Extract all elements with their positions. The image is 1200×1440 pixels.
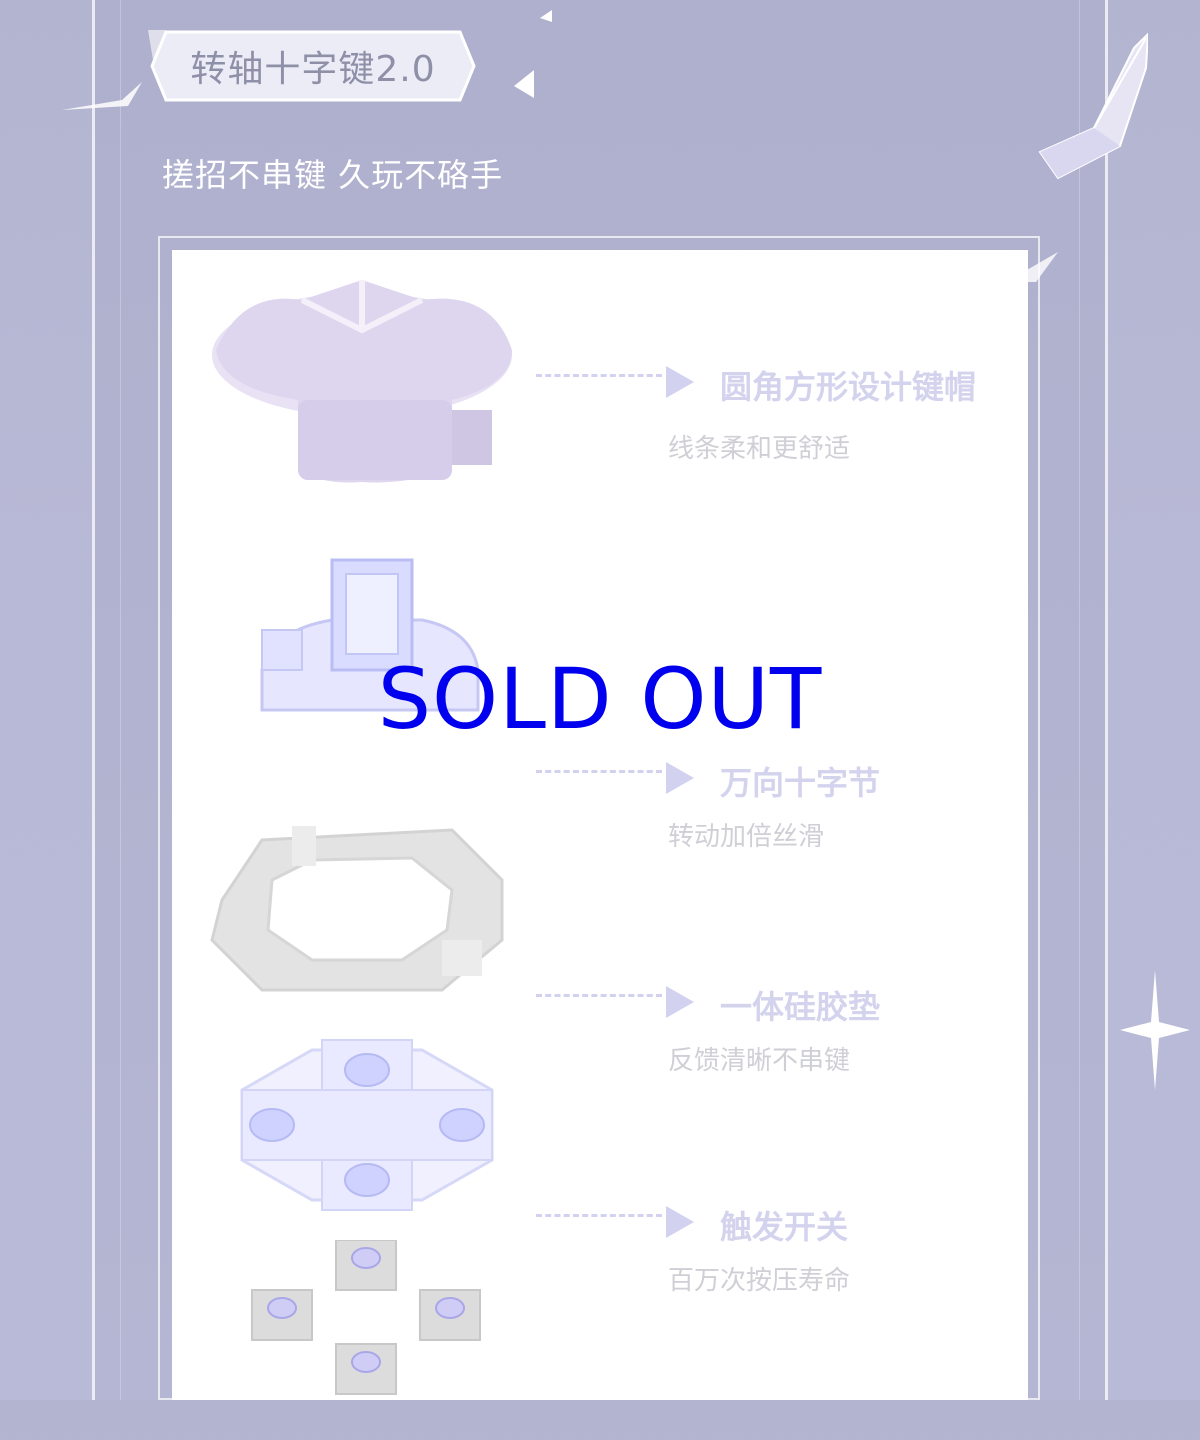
feature-title: 一体硅胶垫 — [720, 988, 881, 1026]
arrow-right-icon — [666, 366, 694, 398]
arrow-right-icon — [666, 1206, 694, 1238]
feature-title: 圆角方形设计键帽 — [720, 368, 977, 406]
section-subtitle: 搓招不串键 久玩不硌手 — [162, 156, 504, 194]
feature-universal-joint: 万向十字节 转动加倍丝滑 — [172, 762, 1028, 1020]
dashed-connector — [536, 994, 662, 997]
feature-silicone-pad: 一体硅胶垫 反馈清晰不串键 — [172, 986, 1028, 1230]
feature-subtitle: 百万次按压寿命 — [668, 1266, 851, 1296]
feature-subtitle: 反馈清晰不串键 — [668, 1046, 851, 1076]
pivot-housing-icon — [242, 550, 492, 730]
feature-trigger-switch: 触发开关 百万次按压寿命 — [172, 1206, 1028, 1440]
feature-subtitle: 转动加倍丝滑 — [668, 822, 825, 852]
tag-frame-icon — [148, 30, 476, 102]
product-tag: 转轴十字键2.0 — [148, 24, 478, 108]
feature-panel: 圆角方形设计键帽 线条柔和更舒适 万向十字节 转动加倍丝 — [172, 250, 1028, 1400]
frame-inner-line — [120, 0, 1080, 1400]
dashed-connector — [536, 1214, 662, 1217]
universal-joint-icon — [202, 820, 512, 1000]
feature-pivot-housing — [172, 550, 1028, 750]
trigger-switch-icon — [248, 1240, 488, 1400]
silicone-pad-icon — [232, 1030, 502, 1220]
tiny-triangle-top-icon — [540, 10, 552, 22]
keycap-icon — [202, 270, 532, 500]
feature-title: 万向十字节 — [720, 764, 881, 802]
crystal-icon — [1038, 32, 1148, 180]
tiny-triangle-icon — [514, 70, 534, 98]
sold-out-label: SOLD OUT — [377, 650, 823, 748]
arrow-right-icon — [666, 986, 694, 1018]
feature-title: 触发开关 — [720, 1208, 849, 1246]
tag-label: 转轴十字键2.0 — [190, 49, 436, 90]
dashed-connector — [536, 374, 662, 377]
right-star-sparkle-icon — [1120, 970, 1190, 1090]
arrow-right-icon — [666, 762, 694, 794]
left-corner-sparkle-icon — [62, 82, 142, 110]
dashed-connector — [536, 770, 662, 773]
feature-subtitle: 线条柔和更舒适 — [668, 434, 851, 464]
feature-keycap: 圆角方形设计键帽 线条柔和更舒适 — [172, 270, 1028, 483]
